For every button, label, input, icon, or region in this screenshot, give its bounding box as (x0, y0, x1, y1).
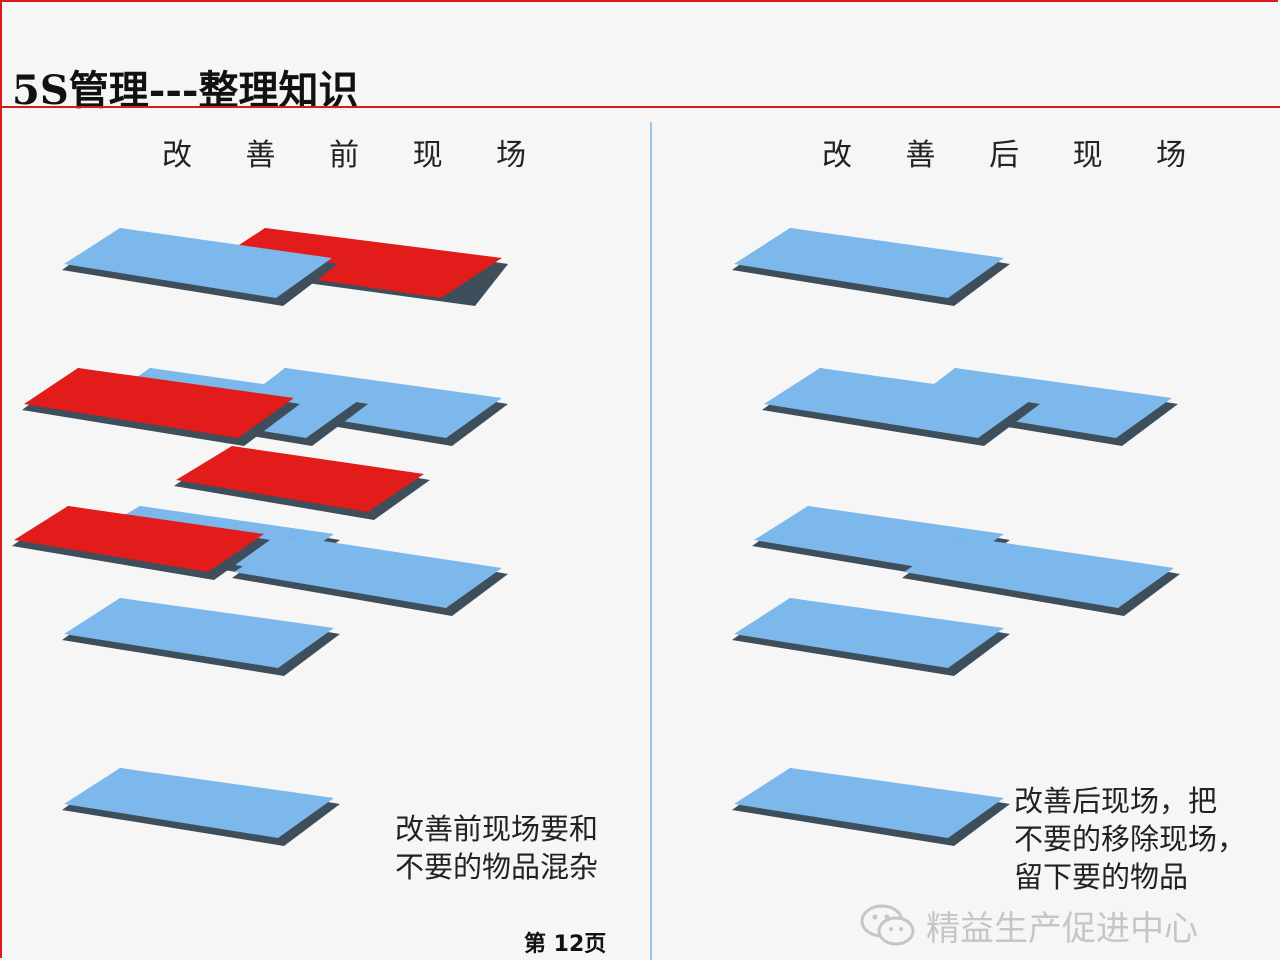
item-after-6 (732, 598, 1010, 676)
item-after-3 (762, 368, 1040, 446)
item-after-1 (732, 228, 1010, 306)
watermark-text: 精益生产促进中心 (926, 908, 1198, 949)
item-before-6 (174, 446, 430, 520)
item-before-9 (12, 506, 270, 580)
before-heading: 改 善 前 现 场 (162, 138, 549, 173)
wechat-icon (860, 904, 915, 946)
before-caption-line-1: 改善前现场要和 (395, 812, 599, 846)
after-caption-line-1: 改善后现场，把 (1014, 784, 1218, 818)
before-caption-line-2: 不要的物品混杂 (395, 850, 599, 884)
panel-divider (650, 122, 652, 960)
item-before-1 (210, 228, 508, 306)
page-number: 第 12页 (524, 932, 607, 957)
item-before-11 (62, 768, 340, 846)
watermark: 精益生产促进中心 (858, 900, 1198, 950)
item-before-10 (62, 598, 340, 676)
item-before-5 (22, 368, 300, 446)
item-after-2 (905, 368, 1178, 446)
item-after-5 (902, 536, 1180, 616)
after-heading: 改 善 后 现 场 (822, 138, 1209, 173)
after-caption-line-3: 留下要的物品 (1014, 860, 1189, 894)
before-caption: 改善前现场要和 不要的物品混杂 (395, 810, 635, 886)
after-caption-line-2: 不要的移除现场， (1014, 822, 1247, 856)
item-before-8 (232, 536, 508, 616)
after-caption: 改善后现场，把 不要的移除现场， 留下要的物品 (1014, 782, 1264, 896)
title-rule (0, 106, 1280, 108)
item-before-2 (62, 228, 338, 306)
item-after-7 (732, 768, 1010, 846)
item-before-3 (235, 368, 508, 446)
